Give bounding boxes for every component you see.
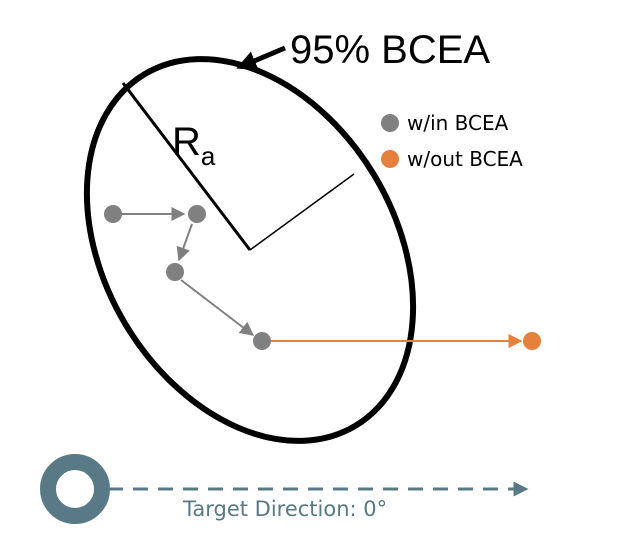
point-inside-1 xyxy=(104,205,122,223)
legend: w/in BCEA w/out BCEA xyxy=(381,111,523,171)
bcea-ellipse xyxy=(83,56,417,444)
legend-label-outside: w/out BCEA xyxy=(407,147,523,171)
major-radius-line xyxy=(121,82,252,251)
title-label: 95% BCEA xyxy=(290,28,490,72)
radius-label: Ra xyxy=(172,120,216,171)
radius-label-subscript: a xyxy=(201,141,216,171)
legend-label-within: w/in BCEA xyxy=(407,111,509,135)
point-outside-1 xyxy=(523,332,541,350)
target-direction-label: Target Direction: 0° xyxy=(182,497,387,521)
minor-radius-line xyxy=(249,173,355,251)
path-arrow-3 xyxy=(180,279,255,336)
point-inside-3 xyxy=(166,263,184,281)
legend-marker-outside xyxy=(381,150,399,168)
radius-label-main: R xyxy=(172,120,201,164)
title-pointer-arrow xyxy=(236,45,286,70)
legend-marker-within xyxy=(381,114,399,132)
point-inside-2 xyxy=(188,205,206,223)
target-ring-icon xyxy=(40,454,110,524)
path-arrow-2 xyxy=(176,223,193,262)
point-inside-4 xyxy=(253,332,271,350)
